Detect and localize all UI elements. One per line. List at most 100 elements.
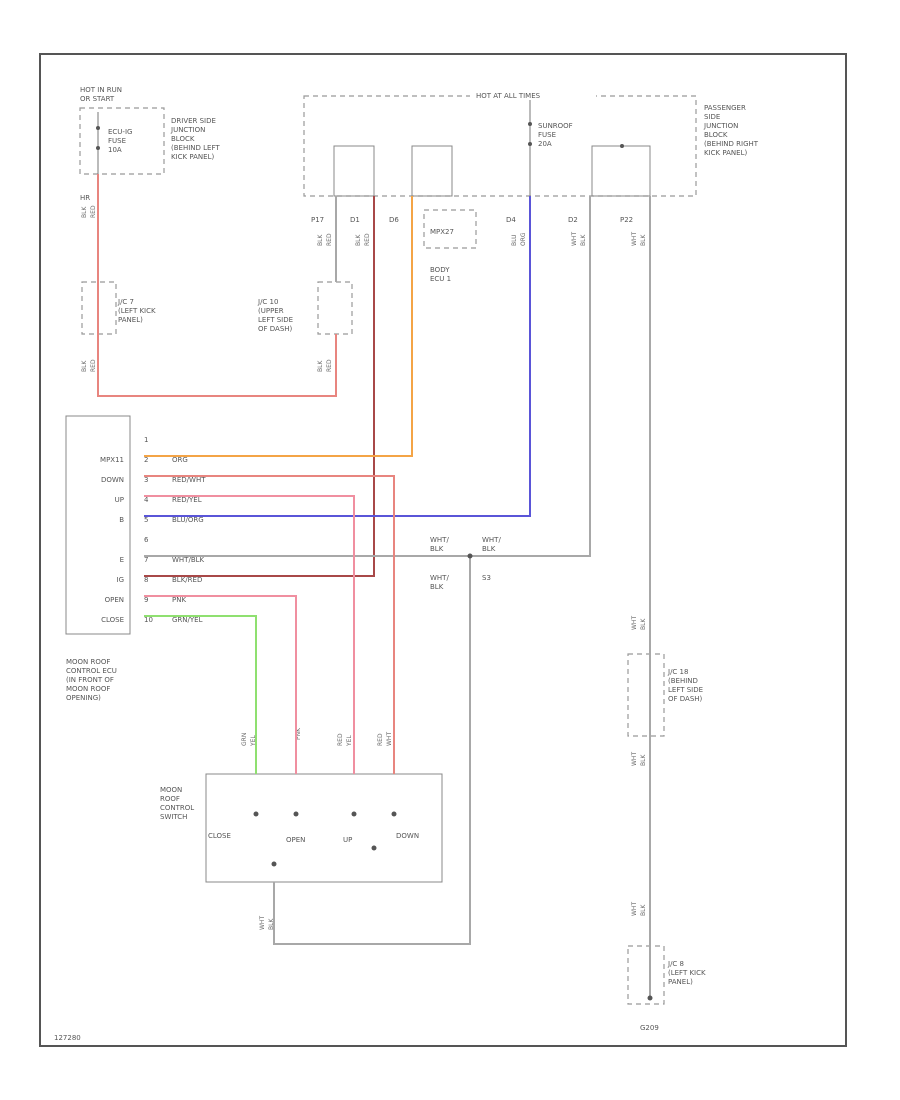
s3-splice-label: S3 [482, 574, 491, 582]
switch-up-label: UP [343, 836, 352, 844]
switch-down-label: DOWN [396, 832, 419, 840]
up-wire [144, 495, 355, 774]
splice-node [467, 553, 473, 559]
close-wire [144, 615, 257, 774]
g209-label: G209 [640, 1024, 659, 1032]
ecu-pin-name: E [120, 556, 124, 564]
fuse-node-bottom [96, 146, 100, 150]
splice-node [271, 861, 277, 867]
p22-connector-label: P22 [620, 216, 633, 224]
wht-blk-inline-left: WHT/BLK [430, 536, 449, 553]
ecu-pin-wire-color: BLK/RED [172, 576, 202, 584]
ecu-pin-wire-color: GRN/YEL [172, 616, 203, 624]
ecu-pin-wire-color: BLU/ORG [172, 516, 204, 524]
switch-ground-wire [273, 556, 471, 945]
mpx27-label: MPX27 [430, 228, 454, 236]
ecu-pin-wire-color: RED/YEL [172, 496, 202, 504]
splice-node [647, 995, 653, 1001]
splice-node [351, 811, 357, 817]
splice-node [391, 811, 397, 817]
battery-b-wire [144, 196, 531, 517]
ecu-pin-number: 8 [144, 576, 148, 584]
hot-at-all-times-label: HOT AT ALL TIMES [476, 92, 541, 100]
d6-connector-label: D6 [389, 216, 399, 224]
hr-feed-wire [97, 174, 337, 397]
ecu-pin-wire-color: RED/WHT [172, 476, 206, 484]
switch-open-label: OPEN [286, 836, 305, 844]
moon-roof-switch-box [205, 773, 443, 883]
ecu-pin-number: 10 [144, 616, 153, 624]
ecu-pin-wire-color: WHT/BLK [172, 556, 205, 564]
hot-at-all-times-bg [470, 90, 596, 102]
splice-node [293, 811, 299, 817]
wire-label-sw-pnk: PNK [295, 727, 302, 740]
ecu-pin-wire-color: ORG [172, 456, 188, 464]
jc18-outline [627, 653, 665, 737]
sunroof-fuse-node-bottom [528, 142, 532, 146]
ecu-pin-number: 1 [144, 436, 148, 444]
ecu-pin-name: UP [115, 496, 124, 504]
passenger-junction-block-outline [303, 95, 697, 197]
down-wire [144, 475, 395, 774]
ecu-pin-number: 9 [144, 596, 148, 604]
driver-junction-block-outline [79, 107, 165, 175]
diagram-frame [39, 53, 847, 1047]
jc10-outline [317, 281, 353, 335]
wht-blk-inline-below: WHT/BLK [430, 574, 449, 591]
p17-connector-label: P17 [311, 216, 324, 224]
d1-connector-label: D1 [350, 216, 360, 224]
internal-circuit-left [333, 145, 375, 197]
wht-blk-inline-right: WHT/BLK [482, 536, 501, 553]
internal-ground-node [620, 144, 624, 148]
moon-roof-ecu-box [65, 415, 131, 635]
switch-close-label: CLOSE [208, 832, 231, 840]
ecu-pin-name: MPX11 [100, 456, 124, 464]
ecu-pin-number: 6 [144, 536, 149, 544]
figure-id: 127280 [54, 1034, 81, 1042]
ground-e-wire [144, 196, 591, 557]
wire-group [97, 174, 653, 1001]
d4-connector-label: D4 [506, 216, 516, 224]
ecu-pin-number: 5 [144, 516, 148, 524]
ecu-ig-wire [144, 196, 375, 577]
ecu-pin-name: B [119, 516, 124, 524]
open-wire [144, 595, 297, 774]
ecu-pin-number: 2 [144, 456, 148, 464]
ecu-pin-name: CLOSE [101, 616, 124, 624]
internal-circuit-right [591, 145, 651, 197]
hr-connector-label: HR [80, 194, 90, 202]
splice-node [253, 811, 259, 817]
ecu-pin-name: DOWN [101, 476, 124, 484]
ecu-pin-name: OPEN [105, 596, 124, 604]
d2-connector-label: D2 [568, 216, 578, 224]
ecu-pin-wire-color: PNK [172, 596, 186, 604]
jc8-outline [627, 945, 665, 1005]
ecu-pin-number: 7 [144, 556, 148, 564]
splice-node [371, 845, 377, 851]
